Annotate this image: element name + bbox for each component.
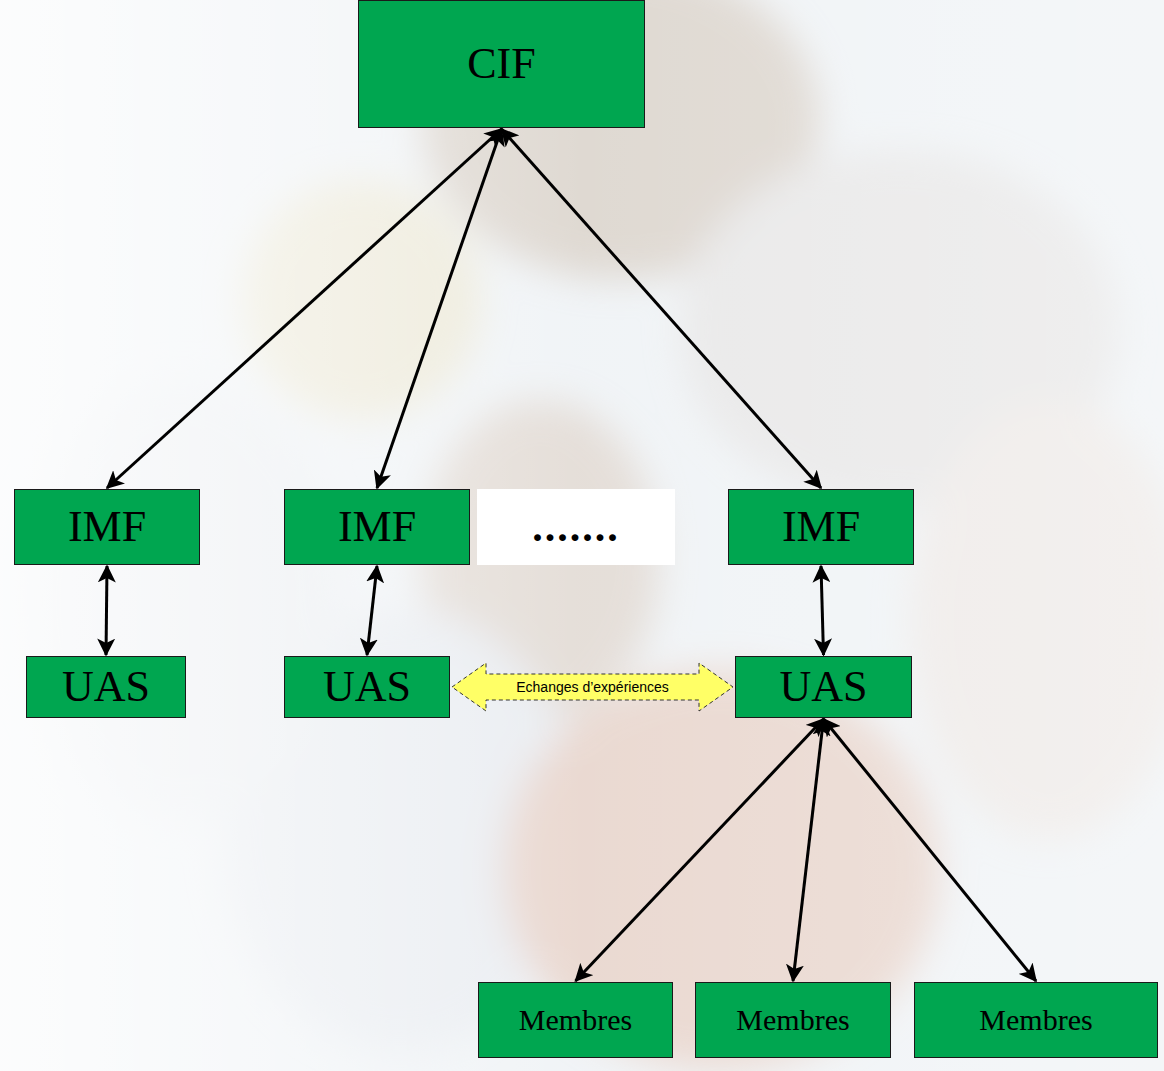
node-label: ....... [532,506,620,548]
node-label: Membres [519,1005,632,1035]
node-label: Membres [736,1005,849,1035]
members-box: Membres [478,982,673,1058]
imf-box: IMF [284,489,470,565]
node-label: UAS [323,665,411,709]
connector-arrow [502,129,822,488]
connector-arrow [824,719,1037,981]
imf-box: IMF [14,489,200,565]
node-label: IMF [338,505,416,549]
node-label: UAS [62,665,150,709]
node-label: IMF [782,505,860,549]
edge-label: Echanges d’expériences [514,679,671,695]
node-label: IMF [68,505,146,549]
connector-arrow [377,129,502,488]
members-box: Membres [695,982,891,1058]
connector-arrow [107,129,502,488]
cif-box: CIF [358,0,645,128]
uas-box: UAS [735,656,912,718]
connector-arrow [367,566,377,655]
connector-arrow [821,566,824,655]
node-label: UAS [779,665,867,709]
connector-arrow [576,719,824,981]
uas-box: UAS [26,656,186,718]
imf-box: IMF [728,489,914,565]
exchange-arrow [452,663,733,711]
members-box: Membres [914,982,1158,1058]
ellipsis-box: ....... [477,489,675,565]
node-label: Membres [979,1005,1092,1035]
node-label: CIF [467,42,535,86]
connector-arrow [106,566,107,655]
connector-arrow [793,719,824,981]
uas-box: UAS [284,656,450,718]
